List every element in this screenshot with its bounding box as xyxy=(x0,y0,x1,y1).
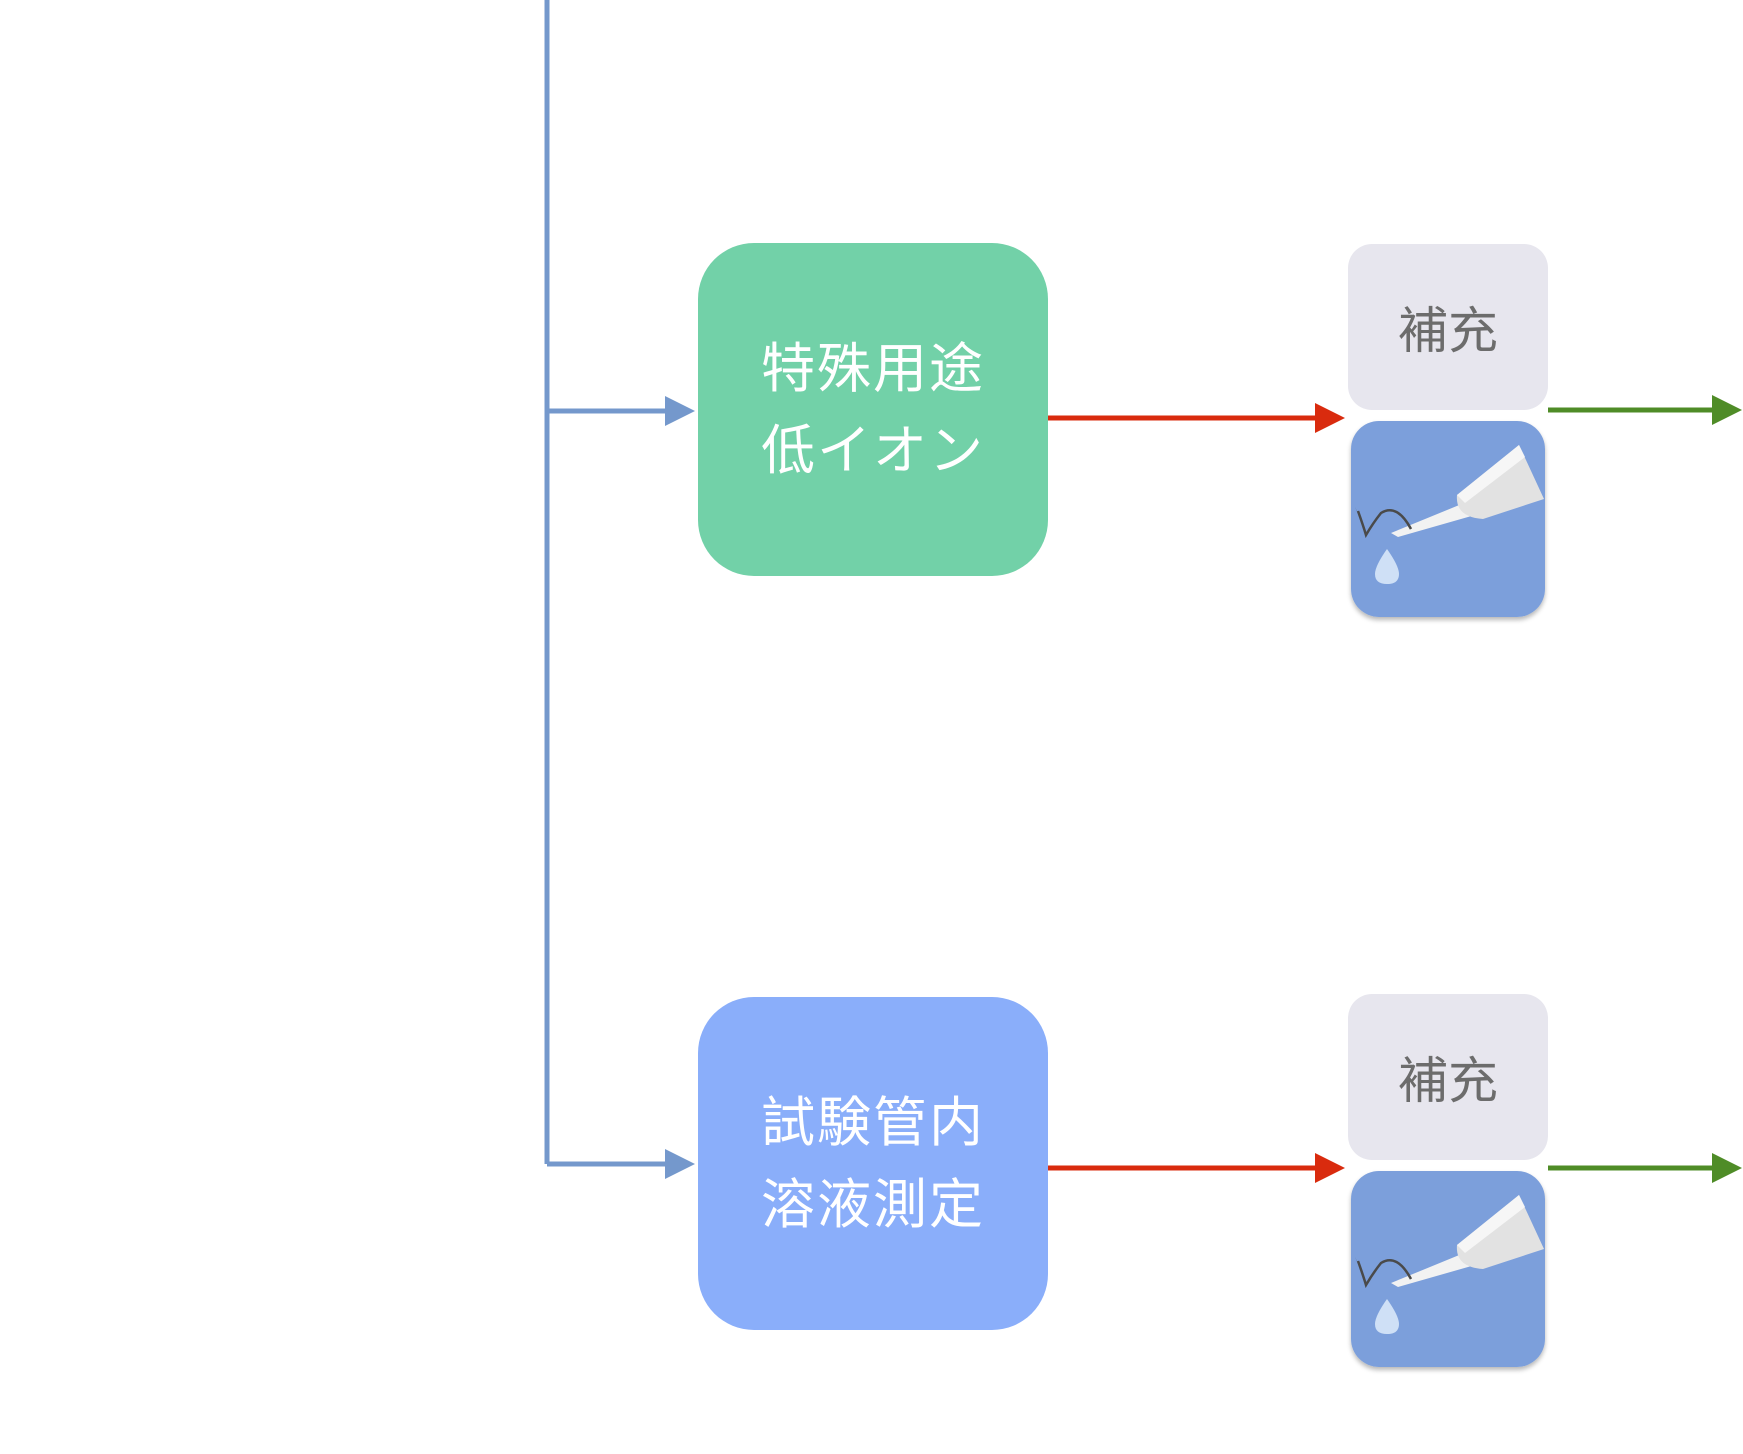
node-special-use-line-1: 特殊用途 xyxy=(761,336,985,400)
node-test-tube-line-1: 試験管内 xyxy=(761,1090,985,1154)
node-special-use: 特殊用途 低イオン xyxy=(698,243,1048,576)
refill-tag-special-use: 補充 xyxy=(1348,244,1548,410)
refill-label: 補充 xyxy=(1398,1052,1498,1110)
refill-tag-test-tube: 補充 xyxy=(1348,994,1548,1160)
refill-label: 補充 xyxy=(1398,302,1498,360)
node-test-tube-line-2: 溶液測定 xyxy=(761,1172,985,1236)
node-test-tube: 試験管内 溶液測定 xyxy=(698,997,1048,1330)
node-special-use-line-2: 低イオン xyxy=(761,418,985,482)
dropper-icon xyxy=(1351,421,1545,617)
dropper-icon xyxy=(1351,1171,1545,1367)
